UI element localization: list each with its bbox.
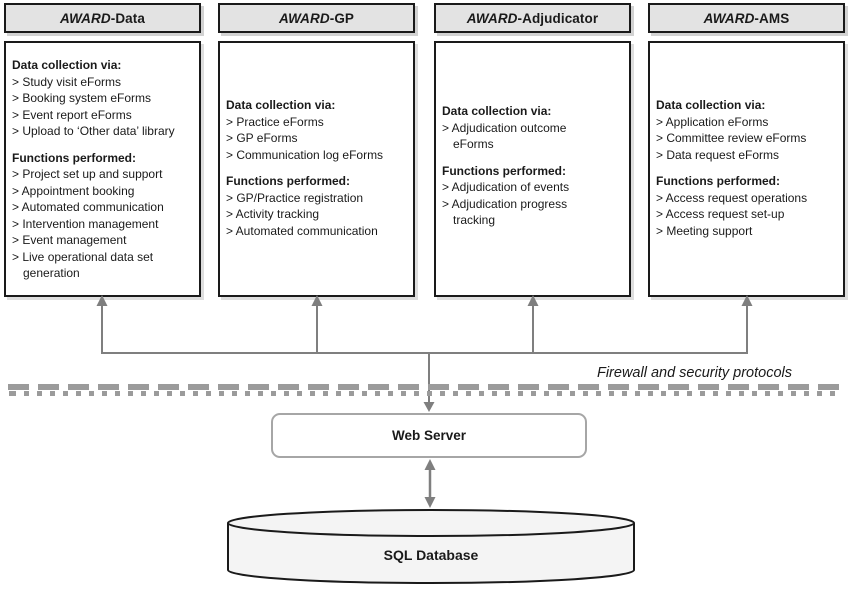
column-body-award-data: Data collection via: > Study visit eForm… bbox=[4, 41, 201, 297]
section-heading: Data collection via: bbox=[442, 104, 552, 118]
arrow-down-web-server bbox=[423, 402, 435, 412]
list-item: > Access request set-up bbox=[656, 207, 785, 221]
list-item: > Appointment booking bbox=[12, 183, 135, 198]
column-header-award-data: AWARD-Data bbox=[4, 3, 201, 33]
list-item: > Committee review eForms bbox=[656, 131, 807, 145]
list-item: > Study visit eForms bbox=[12, 74, 122, 89]
list-item: > Communication log eForms bbox=[226, 147, 384, 162]
column-title-suffix: -GP bbox=[329, 10, 355, 26]
web-server-label: Web Server bbox=[391, 428, 467, 443]
list-item: > Adjudication of events bbox=[442, 180, 570, 194]
section-heading: Functions performed: bbox=[12, 150, 137, 165]
column-title-suffix: -AMS bbox=[754, 10, 790, 26]
list-item: > Live operational data set generation bbox=[12, 249, 154, 281]
firewall-label: Firewall and security protocols bbox=[596, 365, 792, 381]
arrowheads bbox=[96, 295, 753, 508]
list-item: > Booking system eForms bbox=[12, 91, 152, 105]
column-title-italic: AWARD bbox=[466, 10, 518, 26]
section-heading: Functions performed: bbox=[442, 163, 567, 178]
list-item: > Data request eForms bbox=[656, 147, 780, 162]
column-body-award-ams: Data collection via: > Application eForm… bbox=[648, 41, 845, 297]
column-title-italic: AWARD bbox=[703, 10, 755, 26]
list-item: > Automated communication bbox=[12, 200, 164, 214]
list-item: > Automated communication bbox=[226, 223, 378, 238]
section-heading: Functions performed: bbox=[656, 174, 781, 188]
list-item: > Adjudication progress tracking bbox=[442, 196, 568, 228]
firewall-dashed-line bbox=[8, 384, 842, 397]
list-item: > GP/Practice registration bbox=[226, 190, 364, 205]
column-title-italic: AWARD bbox=[59, 10, 111, 26]
double-arrow-top bbox=[424, 459, 436, 470]
web-server-box: Web Server bbox=[271, 413, 587, 458]
sql-database-label: SQL Database bbox=[383, 547, 479, 563]
section-heading: Data collection via: bbox=[656, 98, 766, 112]
list-item: > Event management bbox=[12, 233, 127, 247]
double-arrow-bottom bbox=[424, 497, 436, 508]
list-item: > Application eForms bbox=[656, 114, 769, 129]
section-heading: Data collection via: bbox=[226, 98, 336, 112]
list-item: > Meeting support bbox=[656, 223, 753, 238]
list-item: > Activity tracking bbox=[226, 207, 320, 221]
list-item: > Project set up and support bbox=[12, 167, 163, 181]
section-heading: Data collection via: bbox=[12, 58, 122, 72]
column-header-award-gp: AWARD-GP bbox=[218, 3, 415, 33]
column-header-award-adjudicator: AWARD-Adjudicator bbox=[434, 3, 631, 33]
column-title-suffix: -Adjudicator bbox=[517, 10, 599, 26]
list-item: > Upload to ‘Other data’ library bbox=[12, 124, 175, 138]
column-title-italic: AWARD bbox=[278, 10, 330, 26]
list-item: > Event report eForms bbox=[12, 107, 132, 122]
column-body-award-adjudicator: Data collection via: > Adjudication outc… bbox=[434, 41, 631, 297]
list-item: > GP eForms bbox=[226, 131, 298, 145]
column-title-suffix: -Data bbox=[110, 10, 145, 26]
connector-lines bbox=[101, 305, 748, 500]
section-heading: Functions performed: bbox=[226, 174, 351, 188]
column-body-award-gp: Data collection via: > Practice eForms >… bbox=[218, 41, 415, 297]
list-item: > Access request operations bbox=[656, 190, 808, 205]
list-item: > Practice eForms bbox=[226, 114, 324, 129]
column-header-award-ams: AWARD-AMS bbox=[648, 3, 845, 33]
list-item: > Adjudication outcome eForms bbox=[442, 120, 567, 152]
list-item: > Intervention management bbox=[12, 216, 159, 231]
